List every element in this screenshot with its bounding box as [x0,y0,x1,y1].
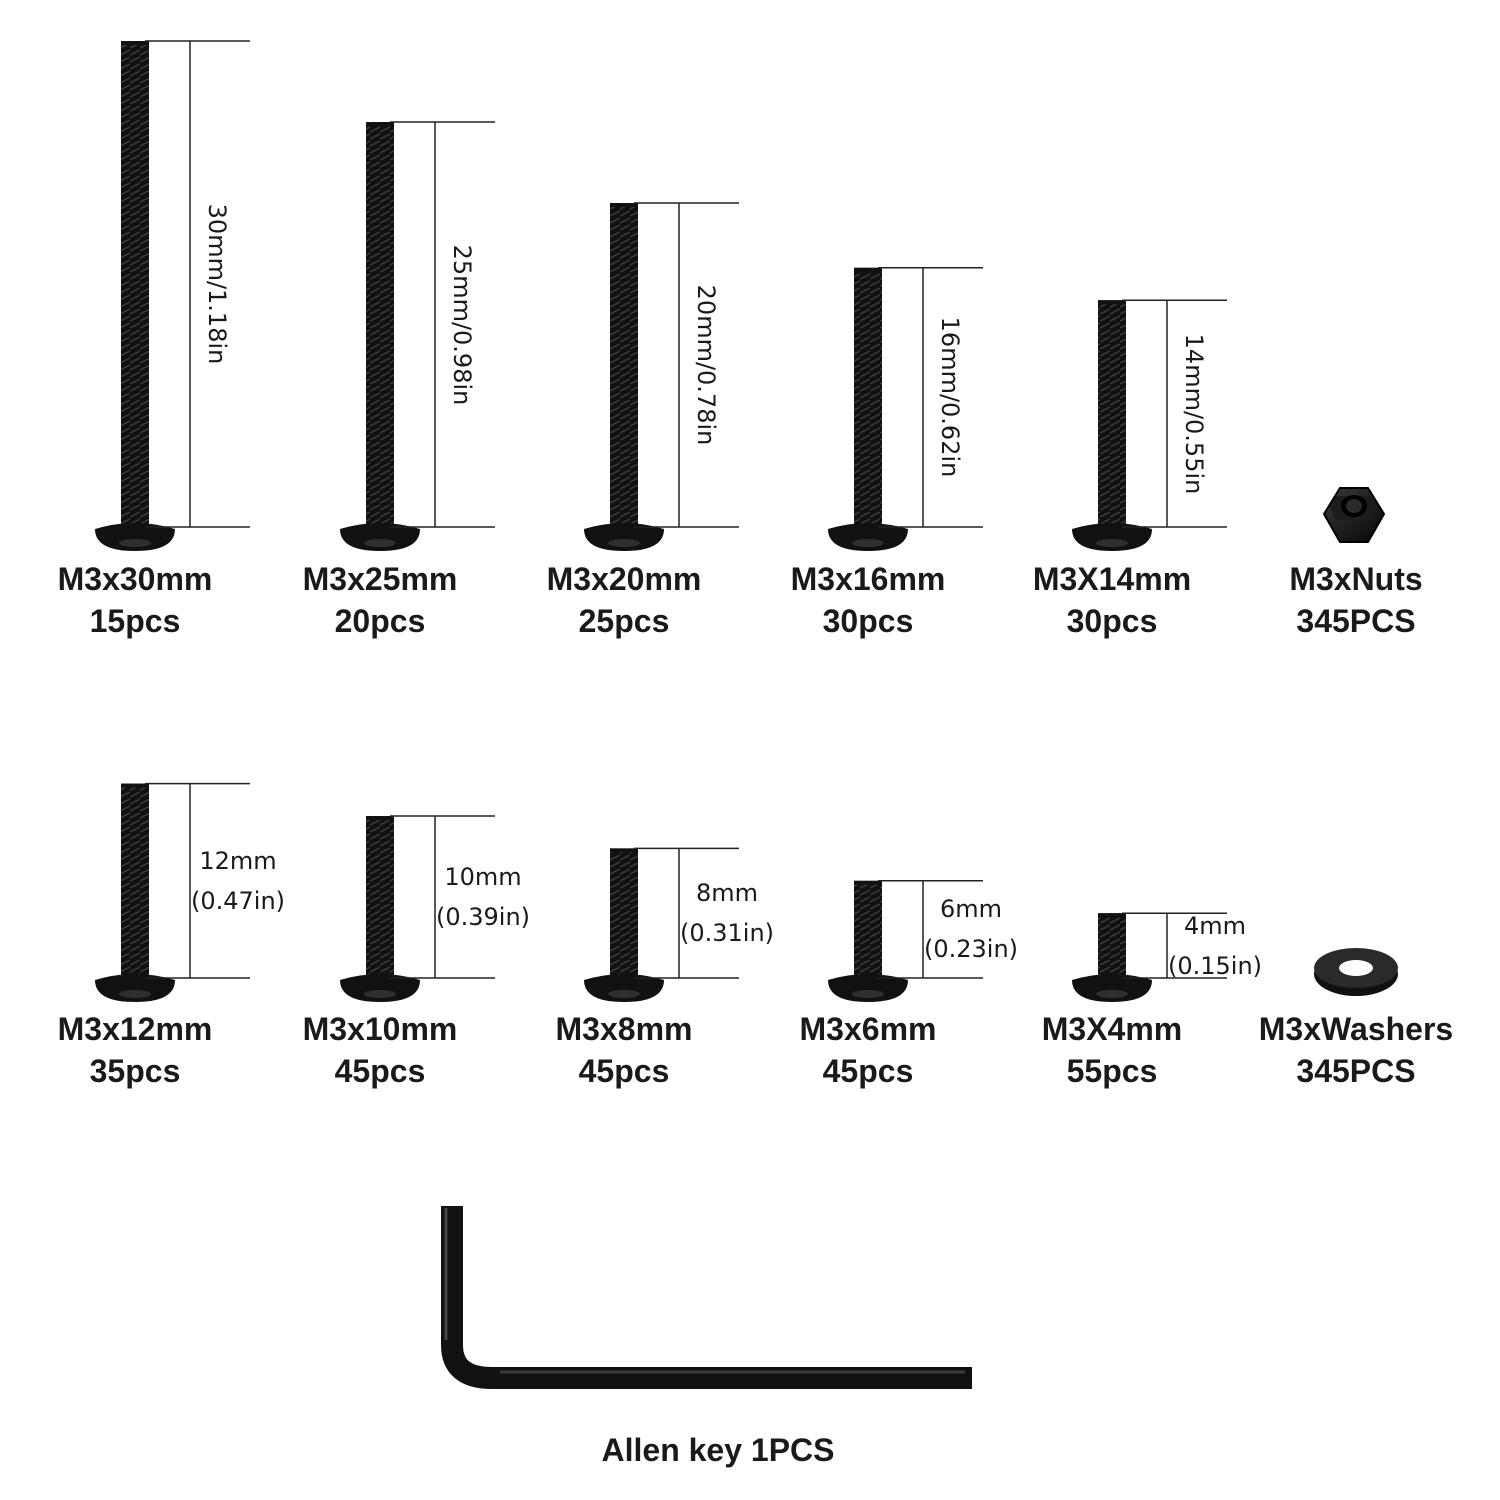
item-quantity: 20pcs [334,603,426,639]
item-size: M3X4mm [1041,1011,1183,1047]
dimension-label: 20mm/0.78in [692,284,720,446]
dimension-mm: 4mm [1183,911,1247,940]
item-quantity: 345PCS [1296,1053,1416,1089]
screw-icon [95,41,175,551]
dimension-inch: (0.47in) [190,886,286,915]
screw-icon [340,816,420,1002]
dimension-inch: (0.23in) [923,935,1019,964]
screw-icon [584,848,664,1002]
dimension-line [390,815,495,979]
dimension-line [390,121,495,528]
item-quantity: 30pcs [822,603,914,639]
item-quantity: 345PCS [1296,603,1416,639]
item-size: M3xNuts [1289,561,1423,597]
dimension-label: 25mm/0.98in [448,244,476,405]
item-size: M3x16mm [790,561,946,597]
item-label: M3X4mm 55pcs [992,1008,1232,1092]
dimension-inch: (0.39in) [435,903,531,931]
item-size: M3x20mm [546,561,702,597]
dimension-label: 12mm (0.47in) [173,841,303,921]
item-size: M3x12mm [57,1011,213,1047]
dimension-mm: 8mm [695,879,759,908]
item-quantity: 15pcs [89,603,181,639]
item-label: M3xWashers 345PCS [1236,1008,1476,1092]
dimension-line [634,847,739,979]
screw-icon [828,880,908,1002]
item-label: M3X14mm 30pcs [992,558,1232,642]
item-quantity: 30pcs [1066,603,1158,639]
hex-nut-icon [1322,487,1386,543]
item-quantity: 35pcs [89,1053,181,1089]
screw-icon [95,783,175,1002]
screw-icon [1072,913,1152,1002]
dimension-inch: (0.15in) [1167,951,1263,980]
item-size: M3x10mm [302,1011,458,1047]
item-size: M3xWashers [1258,1011,1454,1047]
dimension-label: 6mm (0.23in) [906,889,1036,969]
screw-icon [584,203,664,551]
item-label: M3x6mm 45pcs [748,1008,988,1092]
item-size: M3x30mm [57,561,213,597]
dimension-label: 4mm (0.15in) [1150,906,1280,986]
allen-key-icon [441,1206,972,1389]
item-label: M3xNuts 345PCS [1236,558,1476,642]
dimension-line [878,267,983,528]
item-size: M3x6mm [799,1011,937,1047]
washer-icon [1314,948,1398,996]
item-label: M3x12mm 35pcs [15,1008,255,1092]
item-quantity: 45pcs [578,1053,670,1089]
dimension-label: 10mm (0.39in) [418,857,548,937]
item-size: M3x8mm [555,1011,693,1047]
item-quantity: 55pcs [1066,1053,1158,1089]
item-label: M3x30mm 15pcs [15,558,255,642]
item-label: M3x10mm 45pcs [260,1008,500,1092]
dimension-label: 14mm/0.55in [1180,333,1208,494]
item-quantity: 25pcs [578,603,670,639]
item-quantity: 45pcs [822,1053,914,1089]
dimension-mm: 12mm [199,846,277,875]
dimension-line [878,880,983,979]
dimension-label: 16mm/0.62in [936,317,964,478]
dimension-label: 8mm (0.31in) [662,873,792,953]
dimension-mm: 6mm [939,895,1003,924]
item-label: M3x25mm 20pcs [260,558,500,642]
screw-icon [828,267,908,551]
item-label: M3x16mm 30pcs [748,558,988,642]
dimension-line [1122,299,1227,528]
screw-icon [1072,300,1152,551]
item-label: M3x8mm 45pcs [504,1008,744,1092]
dimension-line [145,40,250,528]
item-size: M3x25mm [302,561,458,597]
dimension-inch: (0.31in) [679,919,775,948]
dimension-line [634,202,739,528]
allen-key-label: Allen key 1PCS [601,1432,835,1468]
screw-icon [340,122,420,551]
item-label: M3x20mm 25pcs [504,558,744,642]
dimension-label: 30mm/1.18in [203,203,231,365]
dimension-mm: 10mm [444,863,522,891]
dimension-line [145,782,250,979]
dimension-line [1122,912,1227,979]
item-size: M3X14mm [1032,561,1192,597]
item-quantity: 45pcs [334,1053,426,1089]
